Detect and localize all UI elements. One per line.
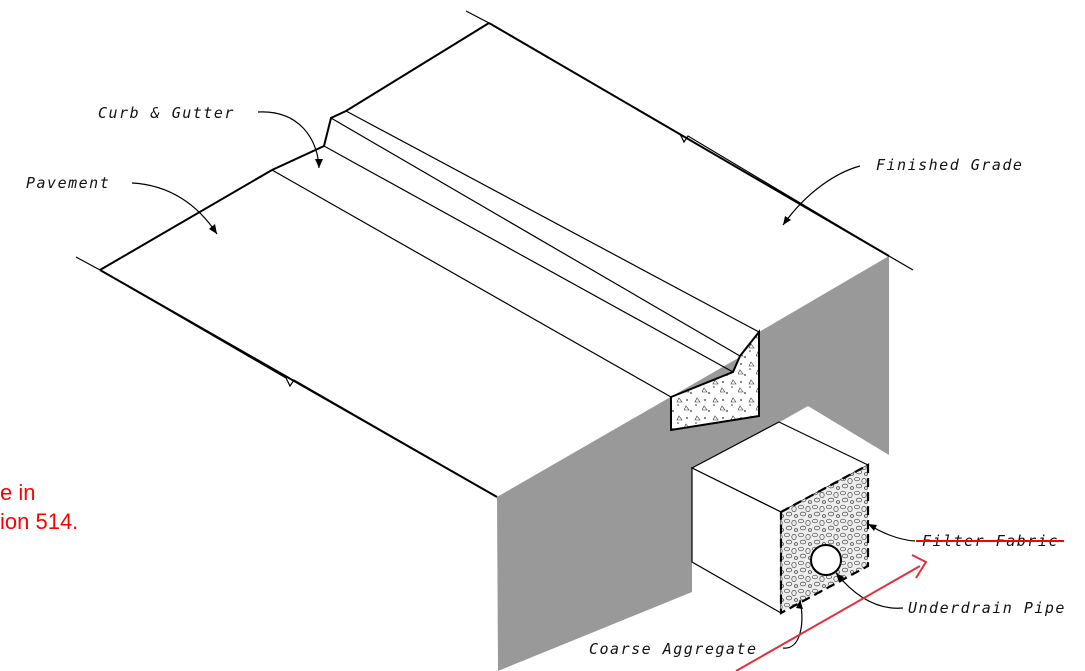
markup-arrow-line xyxy=(735,565,921,671)
break-line-back xyxy=(488,22,890,257)
gutter-flowline xyxy=(323,145,734,373)
leader-curb-gutter xyxy=(257,111,320,169)
gutter-line xyxy=(271,169,672,398)
markup-note-line1: e in xyxy=(0,480,35,505)
filter-fabric-outline xyxy=(779,463,870,615)
grade-right-extension xyxy=(888,255,914,271)
pavement-front-edge xyxy=(99,22,490,271)
underdrain-pipe-icon xyxy=(810,544,842,576)
curb-concrete-section xyxy=(670,329,760,432)
break-line-front xyxy=(99,269,498,498)
earth-section xyxy=(497,256,889,671)
leader-underdrain-pipe xyxy=(835,572,904,609)
label-underdrain-pipe: Underdrain Pipe xyxy=(908,599,1066,617)
curb-back-top xyxy=(345,110,760,333)
markup-arrow-head xyxy=(911,554,928,579)
aggregate-section xyxy=(781,465,868,613)
label-finished-grade: Finished Grade xyxy=(876,156,1023,174)
leader-pavement xyxy=(131,182,218,235)
label-curb-gutter: Curb & Gutter xyxy=(98,104,235,122)
curb-face-top xyxy=(330,117,741,357)
label-coarse-aggregate: Coarse Aggregate xyxy=(589,640,758,658)
pavement-right-extension xyxy=(465,10,490,24)
markup-note-line2: ion 514. xyxy=(0,509,78,534)
leader-finished-grade xyxy=(782,165,861,226)
label-pavement: Pavement xyxy=(26,174,110,192)
pavement-left-extension xyxy=(75,256,101,271)
